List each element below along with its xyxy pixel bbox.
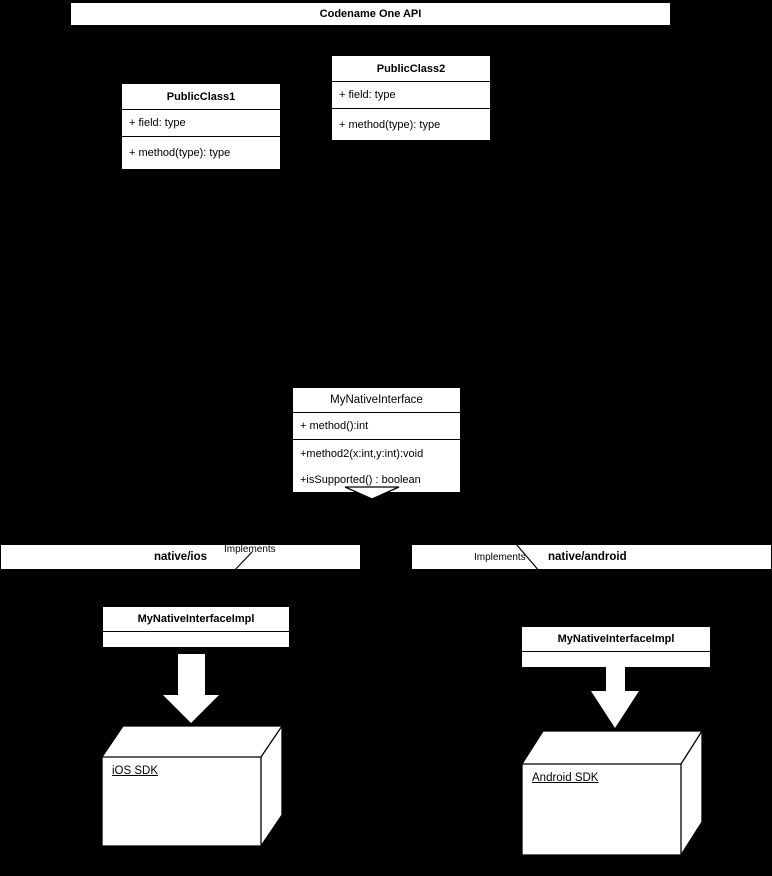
ios-impl-body — [103, 632, 289, 647]
publicclass1-method: + method(type): type — [122, 137, 280, 169]
android-impl-title: MyNativeInterfaceImpl — [522, 627, 710, 652]
implements-label-ios: Implements — [224, 544, 276, 555]
implements-label-android: Implements — [474, 552, 526, 563]
mynativeinterface-method-1: + method():int — [293, 413, 460, 440]
ios-impl-title: MyNativeInterfaceImpl — [103, 607, 289, 632]
class-box-android-impl[interactable]: MyNativeInterfaceImpl — [521, 626, 711, 668]
mynativeinterface-method-3: +isSupported() : boolean — [293, 467, 460, 492]
publicclass2-field: + field: type — [332, 82, 490, 109]
block-arrow-down-icon-android — [591, 660, 639, 728]
android-impl-body — [522, 652, 710, 667]
api-banner: Codename One API — [70, 2, 671, 26]
android-sdk-label: Android SDK — [532, 772, 599, 784]
package-label-native-android: native/android — [548, 551, 627, 563]
block-arrow-down-icon-ios — [163, 654, 219, 723]
class-box-publicclass1[interactable]: PublicClass1 + field: type + method(type… — [121, 83, 281, 170]
class-box-publicclass2[interactable]: PublicClass2 + field: type + method(type… — [331, 55, 491, 141]
mynativeinterface-method-2: +method2(x:int,y:int):void — [293, 440, 460, 467]
ios-sdk-shape — [101, 725, 283, 847]
publicclass2-title: PublicClass2 — [332, 56, 490, 82]
node-android-sdk[interactable]: Android SDK — [520, 729, 704, 857]
mynativeinterface-title: MyNativeInterface — [293, 388, 460, 413]
package-bar-native-android[interactable]: native/android — [411, 544, 772, 570]
package-bar-native-ios[interactable]: native/ios — [0, 544, 361, 570]
class-box-ios-impl[interactable]: MyNativeInterfaceImpl — [102, 606, 290, 648]
android-sdk-shape — [521, 730, 703, 856]
publicclass1-title: PublicClass1 — [122, 84, 280, 110]
api-banner-label: Codename One API — [319, 8, 422, 20]
package-label-native-ios: native/ios — [153, 551, 208, 563]
interface-box-mynativeinterface[interactable]: MyNativeInterface + method():int +method… — [292, 387, 461, 493]
publicclass2-method: + method(type): type — [332, 109, 490, 140]
ios-sdk-label: iOS SDK — [112, 765, 159, 777]
publicclass1-field: + field: type — [122, 110, 280, 137]
node-ios-sdk[interactable]: iOS SDK — [100, 724, 284, 848]
